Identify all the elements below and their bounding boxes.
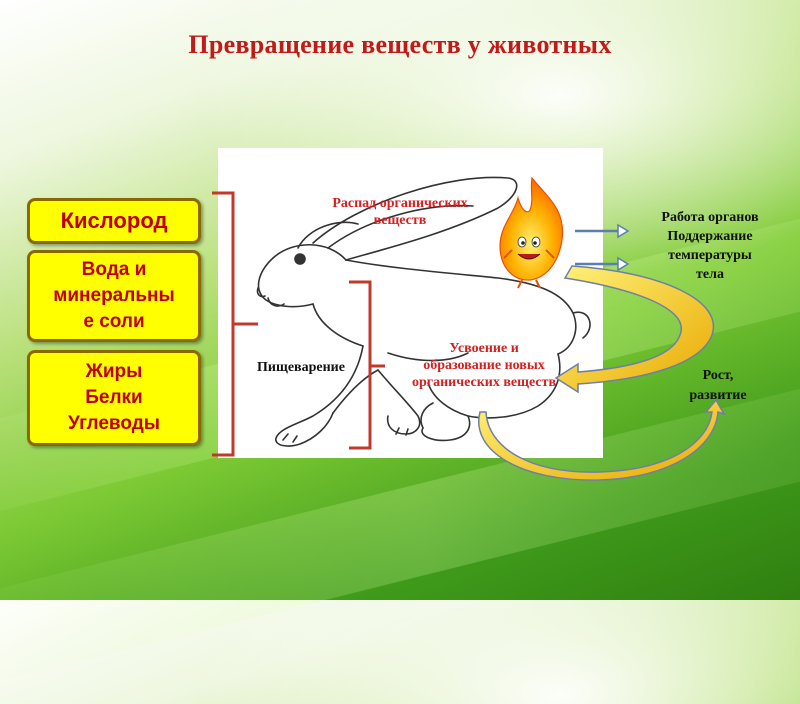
assimilation-line-3: органических веществ bbox=[378, 374, 590, 391]
assimilation-line-2: образование новых bbox=[378, 357, 590, 374]
energy-use-label: Работа органов Поддержание температуры т… bbox=[636, 208, 784, 284]
energy-arrows bbox=[575, 225, 628, 270]
energy-line-1: Работа органов bbox=[636, 208, 784, 227]
input-bracket bbox=[212, 193, 233, 455]
breakdown-line-1: Распад органических bbox=[300, 195, 500, 212]
growth-arrow-icon bbox=[479, 400, 724, 480]
energy-line-2: Поддержание bbox=[636, 227, 784, 246]
energy-line-4: тела bbox=[636, 265, 784, 284]
digestion-label: Пищеварение bbox=[236, 359, 366, 376]
growth-line-1: Рост, bbox=[668, 366, 768, 386]
assimilation-line-1: Усвоение и bbox=[378, 340, 590, 357]
energy-line-3: температуры bbox=[636, 246, 784, 265]
flame-character-icon bbox=[500, 178, 563, 288]
growth-line-2: развитие bbox=[668, 386, 768, 406]
assimilation-label: Усвоение и образование новых органически… bbox=[378, 340, 590, 391]
breakdown-label: Распад органических веществ bbox=[300, 195, 500, 229]
growth-label: Рост, развитие bbox=[668, 366, 768, 406]
diagram-overlay bbox=[0, 0, 800, 600]
breakdown-line-2: веществ bbox=[300, 212, 500, 229]
